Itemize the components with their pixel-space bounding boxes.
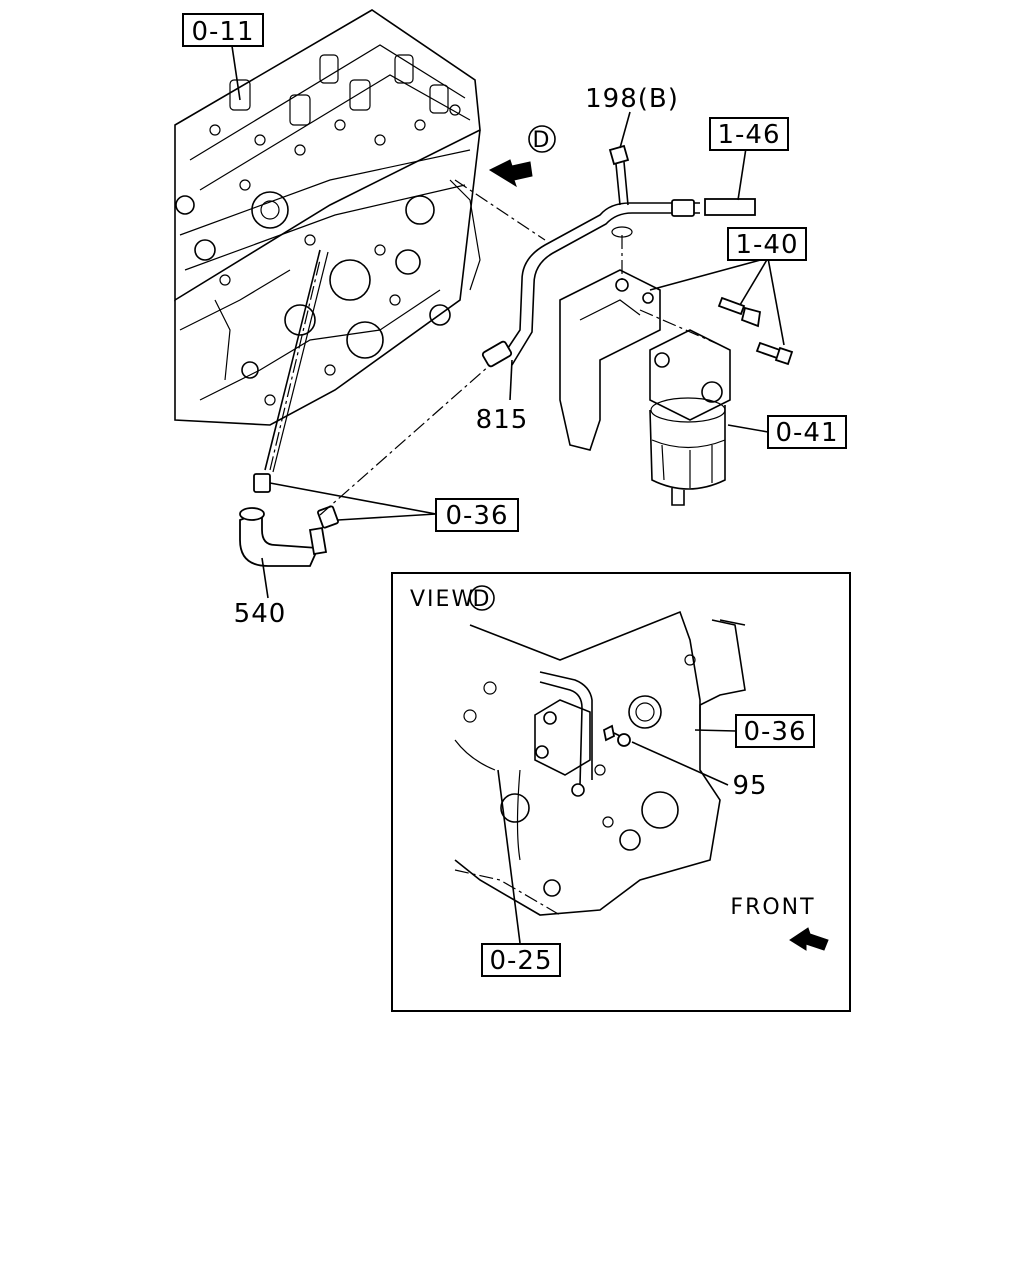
inset-title: VIEW (410, 587, 475, 612)
inset-label-box-cover (481, 943, 561, 977)
front-arrow-icon (789, 927, 829, 951)
label-bolt-198b[interactable]: 198(B) (585, 84, 679, 114)
label-box-filter (767, 415, 847, 449)
inset-label-box-clip (735, 714, 815, 748)
elbow-hose-drawing (239, 473, 339, 567)
inset-view-d: VIEW D (391, 572, 851, 1012)
view-d-arrow-icon (488, 159, 533, 188)
label-engine-block[interactable]: 0-11 (191, 17, 254, 47)
view-d-marker: D (533, 128, 552, 153)
inset-label-cover[interactable]: 0-25 (489, 946, 552, 976)
leader-lines (231, 45, 785, 599)
label-bracket-bolts[interactable]: 1-40 (735, 230, 798, 260)
label-elbow-hose-540[interactable]: 540 (234, 599, 287, 629)
label-clips[interactable]: 0-36 (445, 501, 508, 531)
inset-front-label: FRONT (730, 895, 815, 920)
inset-marker: D (473, 587, 492, 612)
label-hose-815[interactable]: 815 (476, 405, 529, 435)
fuel-filter-drawing (559, 269, 794, 506)
label-box-pipe-ref (709, 117, 789, 151)
inset-label-bolt-95[interactable]: 95 (732, 771, 767, 801)
label-pipe-ref[interactable]: 1-46 (717, 120, 780, 150)
engine-block-drawing (174, 9, 481, 473)
label-box-clips (435, 498, 519, 532)
view-d-circle (528, 125, 556, 153)
bolt-198b-drawing (608, 144, 633, 238)
inset-label-clip[interactable]: 0-36 (743, 717, 806, 747)
fuel-pipe-drawing (481, 198, 756, 368)
label-box-bracket-bolts (727, 227, 807, 261)
label-filter[interactable]: 0-41 (775, 418, 838, 448)
label-box-engine-block (182, 13, 264, 47)
